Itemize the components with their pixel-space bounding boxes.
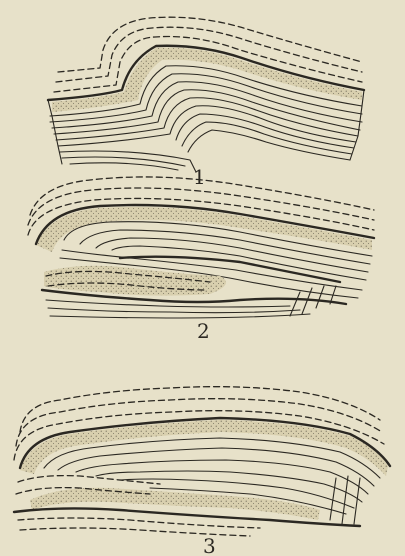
figure-label-3: 3 — [203, 534, 216, 556]
fold-figure-1 — [48, 17, 364, 172]
fold-figure-3 — [14, 387, 390, 536]
figure-label-1: 1 — [193, 165, 206, 189]
figure-label-2: 2 — [197, 319, 210, 343]
fold-figure-2 — [28, 177, 374, 318]
